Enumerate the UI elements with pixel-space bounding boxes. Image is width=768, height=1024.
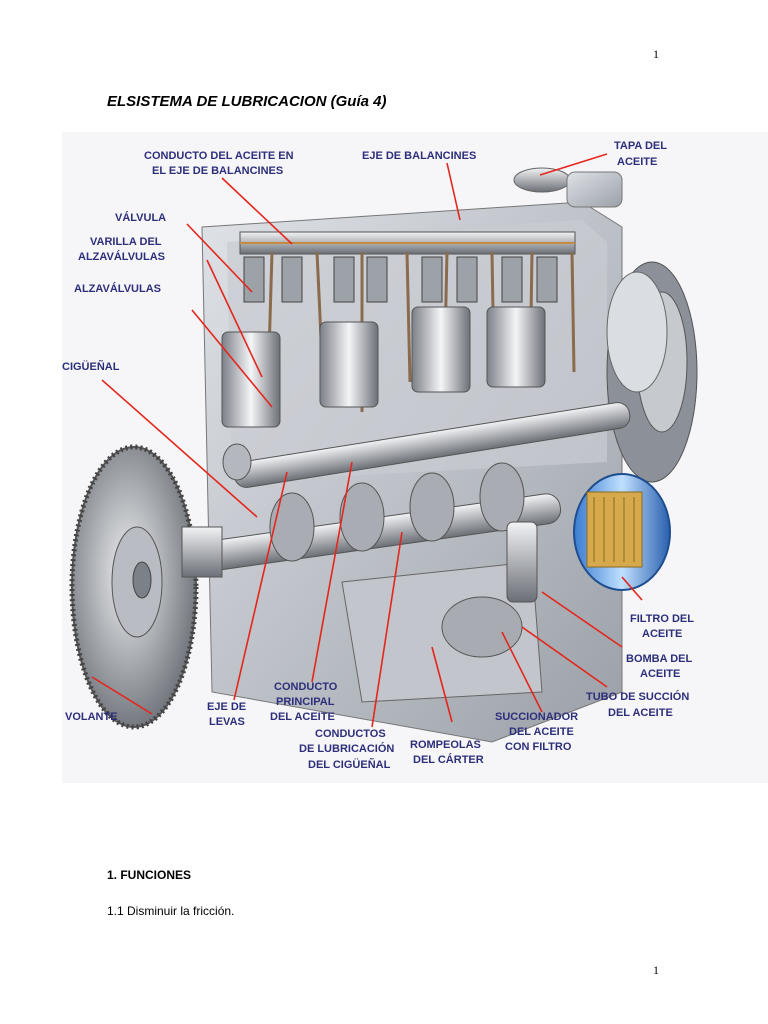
label-rompeolas-line-1: ROMPEOLAS [410, 739, 481, 751]
label-conducto-principal-line-2: PRINCIPAL [276, 696, 335, 708]
label-tubo-line-1: TUBO DE SUCCIÓN [586, 690, 689, 703]
label-filtro-line-2: ACEITE [642, 628, 682, 640]
label-tapa-line-1: TAPA DEL [614, 140, 667, 152]
camshaft [222, 402, 631, 488]
item-1-1: 1.1 Disminuir la fricción. [107, 904, 235, 918]
label-eje-levas-line-2: LEVAS [209, 716, 245, 728]
label-bomba-line-2: ACEITE [640, 668, 680, 680]
label-tubo-line-2: DEL ACEITE [608, 707, 673, 719]
label-varilla-line-2: ALZAVÁLVULAS [78, 250, 165, 263]
section-heading-funciones: 1. FUNCIONES [107, 868, 192, 882]
oil-filter [573, 473, 671, 591]
label-eje-balancines: EJE DE BALANCINES [362, 150, 476, 162]
label-eje-levas-line-1: EJE DE [207, 701, 246, 713]
label-conductos-lub-line-1: CONDUCTOS [315, 728, 386, 740]
label-filtro-line-1: FILTRO DEL [630, 613, 694, 625]
label-succionador-line-1: SUCCIONADOR [495, 711, 578, 723]
label-conducto-principal-line-3: DEL ACEITE [270, 711, 335, 723]
label-conducto-principal-line-1: CONDUCTO [274, 681, 338, 693]
label-rompeolas-line-2: DEL CÁRTER [413, 753, 484, 766]
label-ciguenal: CIGÜEÑAL [62, 360, 120, 373]
leader-lines [91, 153, 643, 728]
page-title: ELSISTEMA DE LUBRICACION (Guía 4) [107, 93, 387, 110]
pistons [221, 306, 546, 428]
label-tapa-line-2: ACEITE [617, 156, 657, 168]
oil-cap [513, 167, 623, 208]
label-valvula: VÁLVULA [115, 211, 166, 224]
engine-lubrication-diagram: CONDUCTO DEL ACEITE EN EL EJE DE BALANCI… [62, 132, 768, 783]
label-conducto-aceite-line-2: EL EJE DE BALANCINES [152, 165, 283, 177]
label-succionador-line-3: CON FILTRO [505, 741, 572, 753]
label-conductos-lub-line-2: DE LUBRICACIÓN [299, 742, 394, 755]
label-varilla-line-1: VARILLA DEL [90, 236, 162, 248]
label-bomba-line-1: BOMBA DEL [626, 653, 692, 665]
rocker-shaft [239, 231, 576, 255]
label-conductos-lub-line-3: DEL CIGÜEÑAL [308, 758, 391, 771]
label-succionador-line-2: DEL ACEITE [509, 726, 574, 738]
page-number-top: 1 [653, 47, 659, 61]
diagram-labels: CONDUCTO DEL ACEITE EN EL EJE DE BALANCI… [62, 140, 694, 771]
crankshaft [202, 462, 562, 571]
page-number-bottom: 1 [653, 963, 659, 977]
label-conducto-aceite-line-1: CONDUCTO DEL ACEITE EN [144, 150, 294, 162]
fan [606, 261, 698, 483]
label-volante: VOLANTE [65, 711, 118, 723]
flywheel [69, 444, 223, 730]
label-alzavalvulas: ALZAVÁLVULAS [74, 282, 161, 295]
